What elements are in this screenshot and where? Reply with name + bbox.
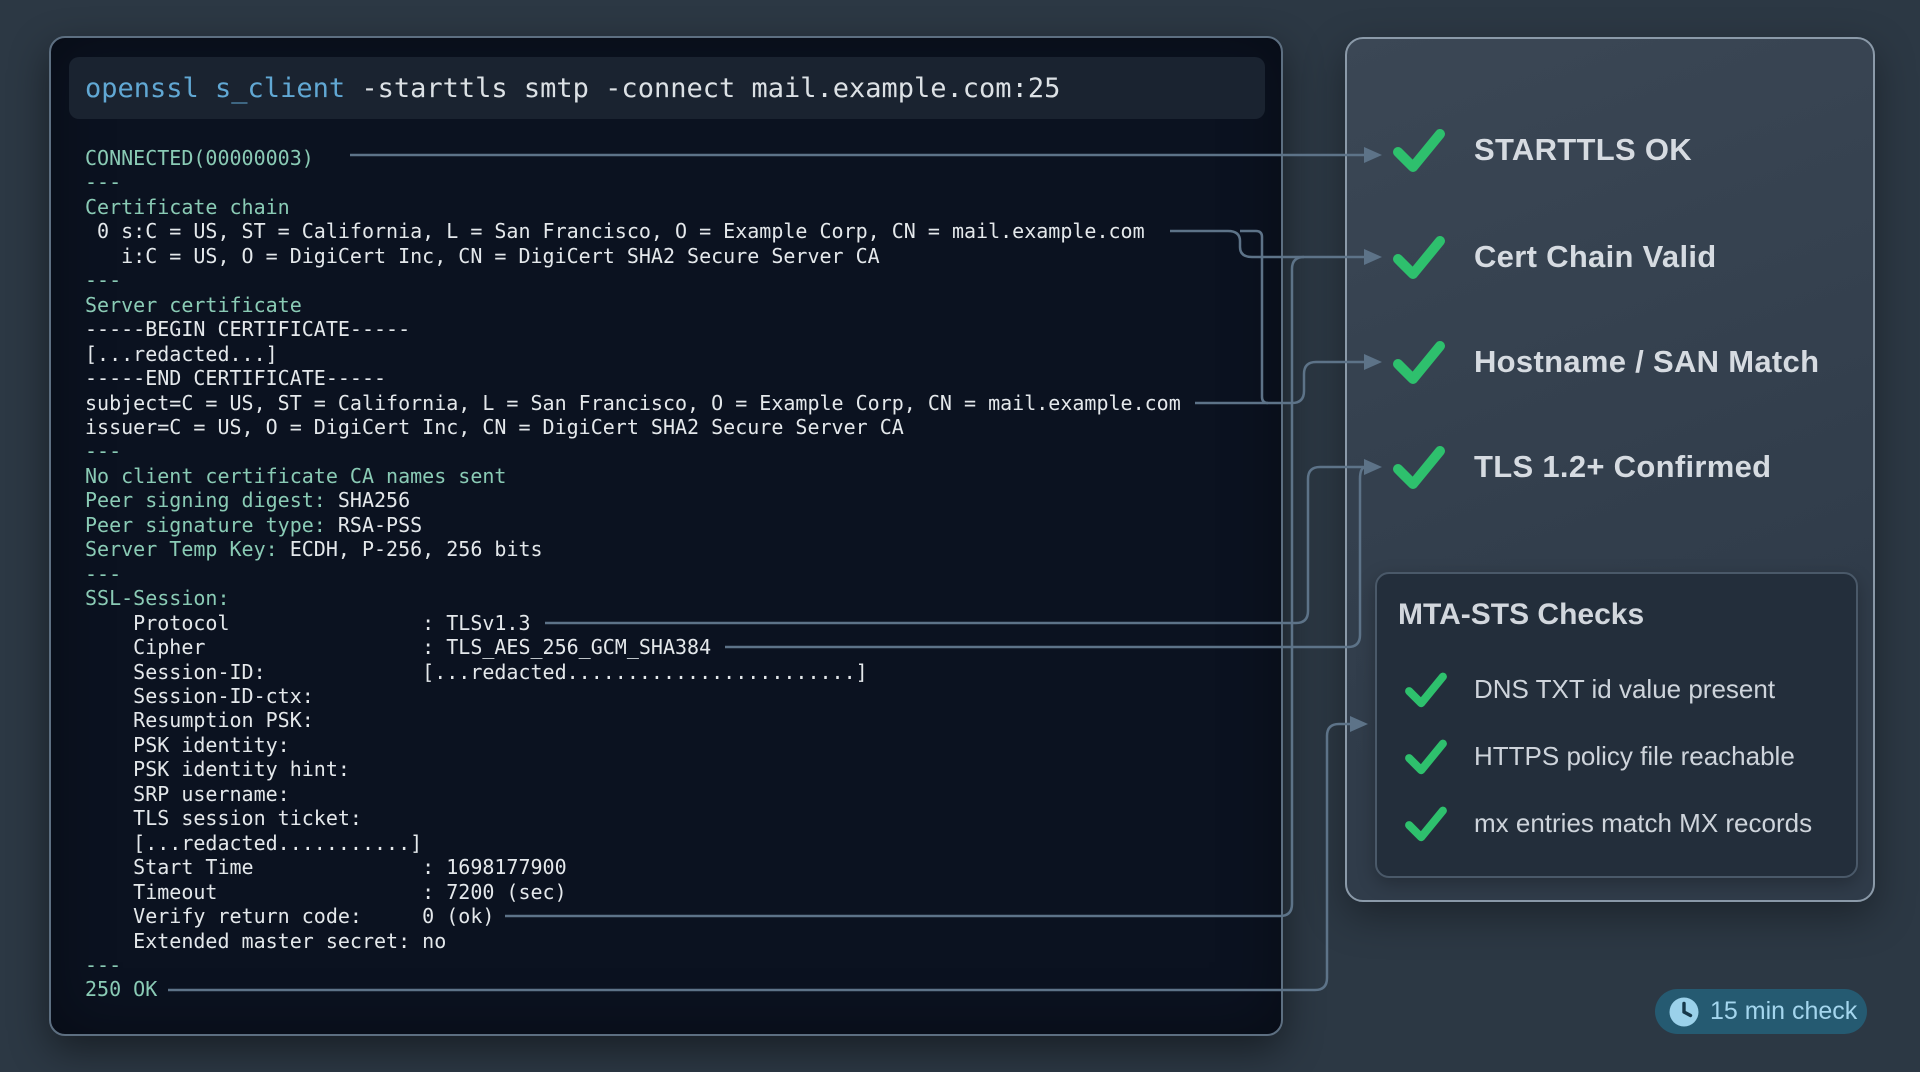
mta-sts-box [1375,572,1858,878]
terminal-line: No client certificate CA names sent [85,463,507,488]
terminal-line: SRP username: [85,781,302,806]
check-icon [1405,806,1447,841]
terminal-line: Start Time : 1698177900 [85,855,567,880]
terminal-line: Cipher : TLS_AES_256_GCM_SHA384 [85,635,712,660]
check-row-hostname-san-match: Hostname / SAN Match [1392,336,1819,388]
mta-sts-item: HTTPS policy file reachable [1404,735,1795,777]
terminal-line: TLS session ticket: [85,806,362,831]
check-icon [1393,129,1445,172]
terminal-line: [...redacted...........] [85,830,423,855]
check-label: Cert Chain Valid [1474,239,1717,274]
terminal-line: Session-ID: [...redacted................… [85,659,868,684]
terminal-line: 0 s:C = US, ST = California, L = San Fra… [85,219,1145,244]
terminal-line: --- [85,170,122,195]
check-icon [1393,236,1445,279]
terminal-line: [...redacted...] [85,341,278,366]
terminal-line: Resumption PSK: [85,708,326,733]
terminal-line: Peer signature type: RSA-PSS [85,512,423,537]
terminal-line: Server Temp Key: ECDH, P-256, 256 bits [85,537,543,562]
interval-badge: 15 min check [1655,989,1867,1034]
check-label: STARTTLS OK [1474,132,1692,167]
terminal-line: Verify return code: 0 (ok) [85,904,495,929]
check-row-cert-chain-valid: Cert Chain Valid [1392,231,1717,283]
interval-badge-label: 15 min check [1710,997,1858,1025]
terminal-line: Protocol : TLSv1.3 [85,610,531,635]
terminal-line: -----END CERTIFICATE----- [85,366,387,391]
terminal-line: issuer=C = US, O = DigiCert Inc, CN = Di… [85,414,904,439]
mta-sts-item: mx entries match MX records [1404,802,1812,844]
terminal-line: 250 OK [85,977,158,1002]
terminal-line: -----BEGIN CERTIFICATE----- [85,317,411,342]
check-icon [1405,672,1447,707]
terminal-line: Extended master secret: no [85,928,447,953]
terminal-line: Timeout : 7200 (sec) [85,879,567,904]
check-icon [1405,739,1447,774]
terminal-line: Certificate chain [85,194,290,219]
terminal-line: PSK identity: [85,732,302,757]
terminal-line: --- [85,561,122,586]
terminal-line: Server certificate [85,292,302,317]
command-binary: openssl s_client [85,72,346,104]
check-row-tls-1-2-confirmed: TLS 1.2+ Confirmed [1392,441,1771,493]
check-icon [1393,341,1445,384]
terminal-line: --- [85,268,122,293]
terminal-output: CONNECTED(00000003)---Certificate chain … [85,146,1181,1002]
check-label: Hostname / SAN Match [1474,344,1820,379]
check-row-starttls-ok: STARTTLS OK [1392,124,1692,176]
terminal-line: CONNECTED(00000003) [85,146,314,170]
command-bar: openssl s_client -starttls smtp -connect… [69,57,1265,119]
clock-icon [1669,997,1699,1026]
mta-sts-item: DNS TXT id value present [1404,668,1775,710]
terminal-line: PSK identity hint: [85,757,362,782]
terminal-line: SSL-Session: [85,586,230,611]
terminal-line: subject=C = US, ST = California, L = San… [85,390,1181,415]
command-args: -starttls smtp -connect mail.example.com… [345,72,1061,104]
terminal-line: --- [85,439,122,464]
mta-sts-item-label: mx entries match MX records [1474,807,1813,838]
terminal-line: Session-ID-ctx: [85,683,326,708]
mta-sts-item-label: HTTPS policy file reachable [1474,740,1795,771]
mta-sts-title: MTA-STS Checks [1398,598,1645,631]
mta-sts-item-label: DNS TXT id value present [1474,673,1776,704]
check-icon [1393,446,1445,489]
terminal-line: Peer signing digest: SHA256 [85,488,411,513]
terminal-line: --- [85,952,122,977]
terminal-line: i:C = US, O = DigiCert Inc, CN = DigiCer… [85,243,880,268]
check-label: TLS 1.2+ Confirmed [1474,449,1772,484]
